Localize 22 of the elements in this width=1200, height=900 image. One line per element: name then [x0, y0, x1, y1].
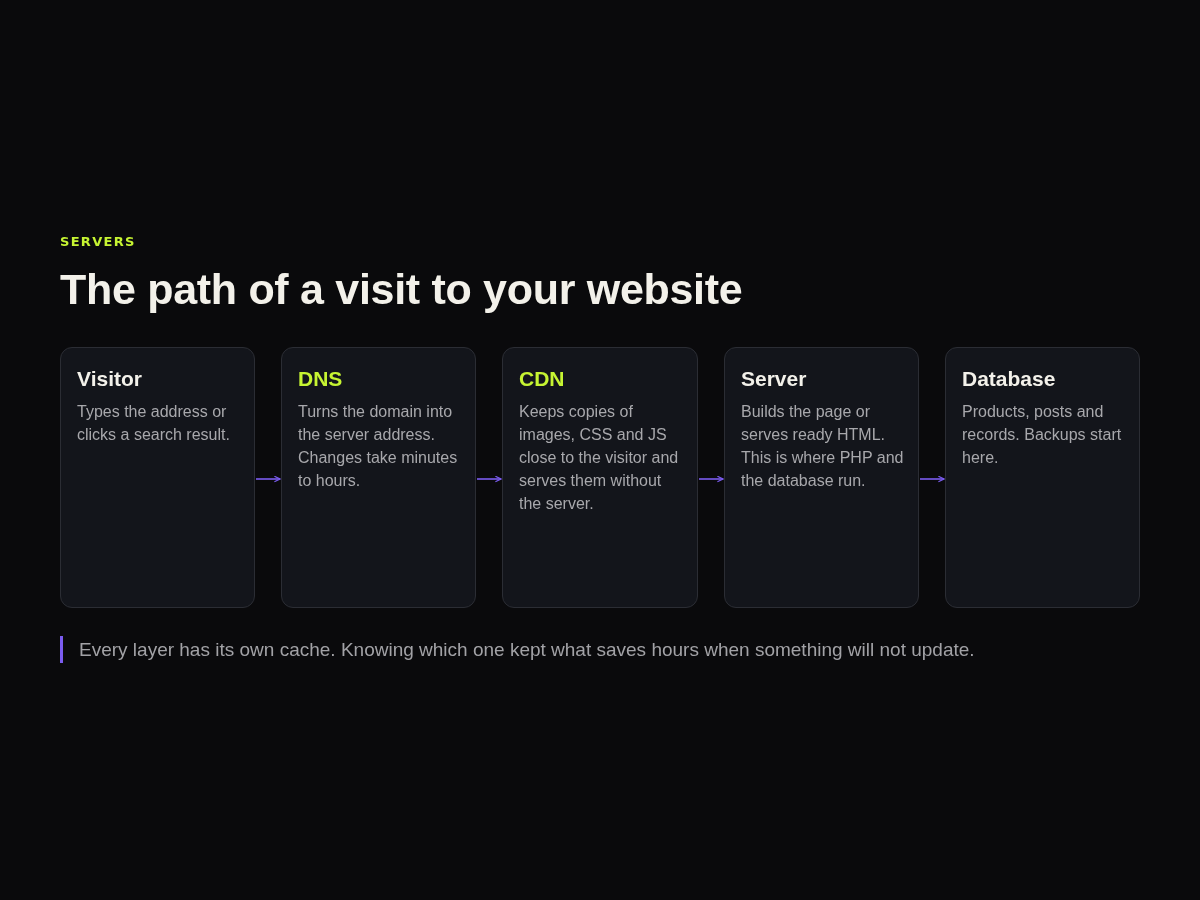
process-card	[724, 347, 919, 608]
card-title: DNS	[298, 366, 343, 392]
card-title: Visitor	[77, 366, 142, 392]
card-title: Database	[962, 366, 1056, 392]
eyebrow-label: SERVERS	[60, 234, 136, 250]
arrow	[698, 475, 724, 483]
arrow	[476, 475, 502, 483]
heading: The path of a visit to your website	[60, 264, 743, 314]
card-description: Products, posts and records. Backups start here.	[962, 402, 1123, 468]
arrow	[919, 475, 945, 483]
card-description: Turns the domain into the server address. Changes take minutes to hours.	[298, 402, 459, 491]
arrow	[255, 475, 281, 483]
card-title: Server	[741, 366, 807, 392]
card-description: Types the address or clicks a search result.	[77, 402, 231, 445]
card-description: Builds the page or serves ready HTML. This is where PHP and the database run.	[741, 402, 905, 491]
card-title: CDN	[519, 366, 565, 392]
process-card	[945, 347, 1140, 608]
process-card	[281, 347, 476, 608]
card-description: Keeps copies of images, CSS and JS close to the visitor and serves them without the server.	[519, 402, 680, 514]
callout-note: Every layer has its own cache. Knowing which one kept what saves hours when something will not update.	[60, 636, 975, 663]
process-card	[502, 347, 698, 608]
process-card	[60, 347, 255, 608]
